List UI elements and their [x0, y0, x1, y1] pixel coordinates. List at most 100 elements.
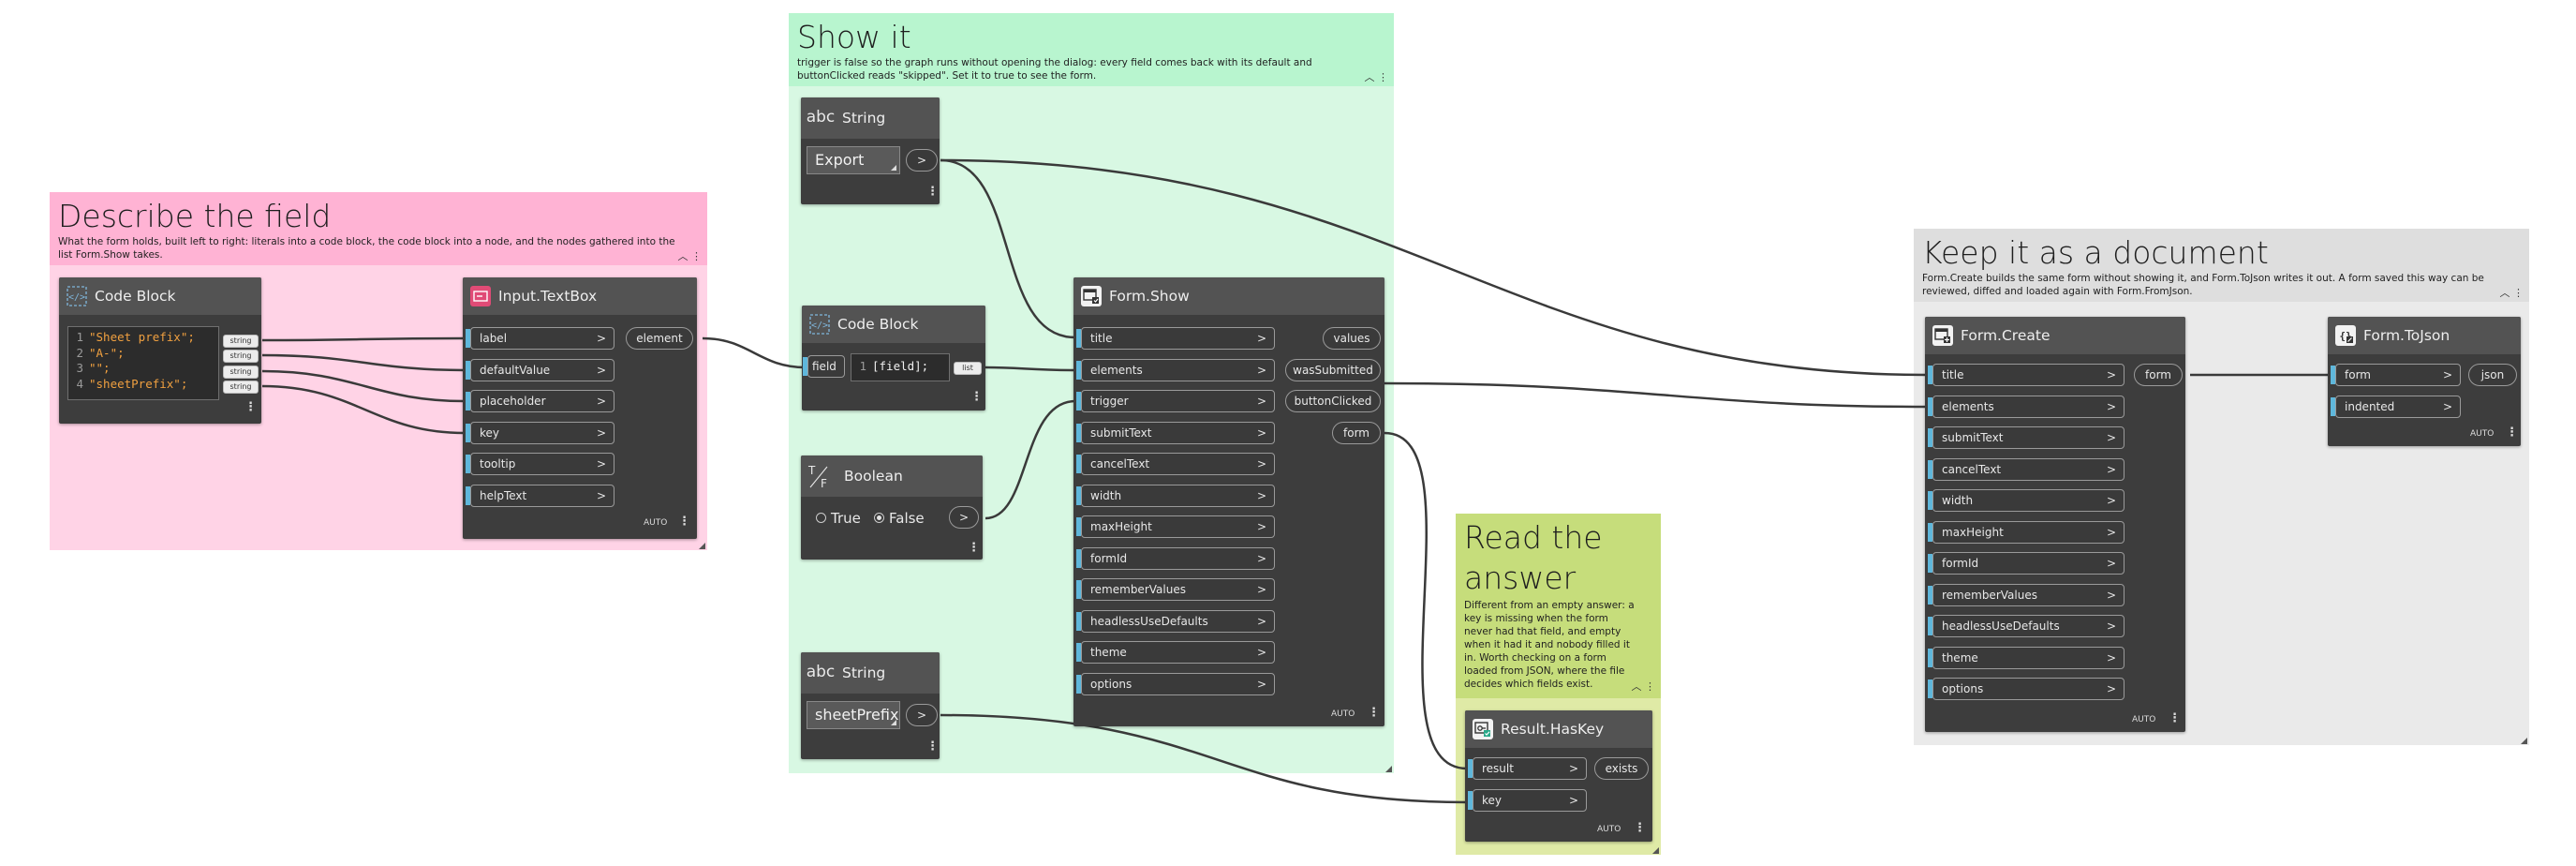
string-value-input[interactable]: sheetPrefix [807, 701, 900, 729]
input-port-key[interactable]: key> [466, 422, 614, 444]
input-port-maxheight[interactable]: maxHeight> [1928, 521, 2124, 544]
input-port-title[interactable]: title> [1076, 327, 1275, 350]
node-header[interactable]: </> Code Block [802, 306, 985, 343]
output-port-element[interactable]: element [626, 327, 693, 350]
node-header[interactable]: </> Code Block [59, 277, 261, 315]
input-textbox-node[interactable]: Input.TextBox label> defaultValue> place… [463, 277, 697, 539]
form-show-node[interactable]: Form.Show title> elements> trigger> subm… [1073, 277, 1384, 726]
input-port-remembervalues[interactable]: rememberValues> [1076, 578, 1275, 601]
form-tojson-node[interactable]: {} Form.ToJson form> indented> json AUTO… [2328, 317, 2521, 446]
lacing-label[interactable]: AUTO [2132, 715, 2156, 724]
node-menu-icon[interactable]: ⋮ [678, 515, 690, 529]
input-port-elements[interactable]: elements> [1076, 359, 1275, 381]
node-menu-icon[interactable]: ⋮ [926, 739, 939, 754]
resize-handle-icon[interactable] [1385, 766, 1392, 772]
radio-icon[interactable] [816, 513, 826, 523]
input-port-canceltext[interactable]: cancelText> [1928, 458, 2124, 481]
input-port-submittext[interactable]: submitText> [1076, 422, 1275, 444]
input-port-width[interactable]: width> [1928, 489, 2124, 512]
input-port-submittext[interactable]: submitText> [1928, 426, 2124, 449]
input-port-maxheight[interactable]: maxHeight> [1076, 515, 1275, 538]
output-port-json[interactable]: json [2468, 364, 2517, 386]
node-header[interactable]: Form.Create [1925, 317, 2185, 354]
output-port-string[interactable]: string [223, 350, 259, 363]
input-port-label[interactable]: label> [466, 327, 614, 350]
input-port-theme[interactable]: theme> [1076, 641, 1275, 664]
output-port-form[interactable]: form [2134, 364, 2183, 386]
node-header[interactable]: Form.Show [1073, 277, 1384, 315]
node-menu-icon[interactable]: ⋮ [926, 185, 939, 199]
input-port-trigger[interactable]: trigger> [1076, 390, 1275, 412]
input-port-key[interactable]: key> [1468, 789, 1587, 812]
resize-handle-icon[interactable] [1652, 847, 1659, 854]
output-port-exists[interactable]: exists [1594, 757, 1649, 780]
code-editor[interactable]: 1[field]; [851, 353, 950, 381]
output-port-wassubmitted[interactable]: wasSubmitted [1285, 359, 1381, 381]
input-port-remembervalues[interactable]: rememberValues> [1928, 584, 2124, 606]
output-port-form[interactable]: form [1332, 422, 1381, 444]
output-port-values[interactable]: values [1323, 327, 1381, 350]
node-menu-icon[interactable]: ⋮ [2169, 711, 2181, 725]
input-port-options[interactable]: options> [1076, 673, 1275, 695]
lacing-label[interactable]: AUTO [644, 518, 668, 528]
node-menu-icon[interactable]: ⋮ [244, 400, 257, 414]
node-header[interactable]: Result.HasKey [1465, 710, 1652, 748]
output-port-string[interactable]: string [223, 381, 259, 394]
input-port-headlessusedefaults[interactable]: headlessUseDefaults> [1928, 615, 2124, 637]
lacing-label[interactable]: AUTO [1597, 825, 1621, 834]
node-menu-icon[interactable]: ⋮ [2506, 426, 2518, 440]
input-port-formid[interactable]: formId> [1076, 547, 1275, 570]
input-port-result[interactable]: result> [1468, 757, 1587, 780]
node-header[interactable]: Input.TextBox [463, 277, 697, 315]
result-haskey-node[interactable]: Result.HasKey result> key> exists AUTO ⋮ [1465, 710, 1652, 842]
collapse-icon[interactable]: ︿ ⋮ [2499, 287, 2524, 299]
input-port-form[interactable]: form> [2331, 364, 2461, 386]
code-block-node[interactable]: </> Code Block 1"Sheet prefix"; 2"A-"; 3… [59, 277, 261, 424]
collapse-icon[interactable]: ︿ ⋮ [1364, 71, 1389, 83]
code-editor[interactable]: 1"Sheet prefix"; 2"A-"; 3""; 4"sheetPref… [67, 326, 219, 400]
code-block-node[interactable]: </> Code Block field 1[field]; list ⋮ [802, 306, 985, 411]
input-port-tooltip[interactable]: tooltip> [466, 453, 614, 475]
string-value-input[interactable]: Export [807, 146, 900, 174]
lacing-label[interactable]: AUTO [1331, 709, 1355, 719]
node-menu-icon[interactable]: ⋮ [1634, 821, 1646, 835]
output-port-string[interactable]: string [223, 366, 259, 379]
node-header[interactable]: {} Form.ToJson [2328, 317, 2521, 354]
input-port-canceltext[interactable]: cancelText> [1076, 453, 1275, 475]
input-port-title[interactable]: title> [1928, 364, 2124, 386]
output-port[interactable]: > [906, 149, 938, 172]
input-port-theme[interactable]: theme> [1928, 647, 2124, 669]
input-port-placeholder[interactable]: placeholder> [466, 390, 614, 412]
node-menu-icon[interactable]: ⋮ [968, 541, 980, 555]
string-node[interactable]: abc String sheetPrefix > ⋮ [801, 652, 940, 759]
resize-handle-icon[interactable] [699, 543, 705, 549]
collapse-icon[interactable]: ︿ ⋮ [677, 250, 703, 262]
form-create-node[interactable]: Form.Create title> elements> submitText>… [1925, 317, 2185, 732]
output-port[interactable]: > [949, 506, 979, 529]
input-port-width[interactable]: width> [1076, 485, 1275, 507]
resize-handle-icon[interactable] [2521, 738, 2527, 744]
collapse-icon[interactable]: ︿ ⋮ [1631, 680, 1656, 693]
node-header[interactable]: abc String [801, 652, 940, 694]
input-port-formid[interactable]: formId> [1928, 552, 2124, 575]
string-node[interactable]: abc String Export > ⋮ [801, 97, 940, 204]
input-port-helptext[interactable]: helpText> [466, 485, 614, 507]
output-port[interactable]: > [906, 704, 938, 726]
node-menu-icon[interactable]: ⋮ [1368, 706, 1380, 720]
radio-selected-icon[interactable] [874, 513, 884, 523]
lacing-label[interactable]: AUTO [2470, 429, 2495, 439]
node-header[interactable]: abc String [801, 97, 940, 139]
true-radio[interactable]: True [816, 510, 861, 527]
output-port-list[interactable]: list [954, 362, 982, 375]
false-radio[interactable]: False [874, 510, 925, 527]
output-port-buttonclicked[interactable]: buttonClicked [1285, 390, 1381, 412]
output-port-string[interactable]: string [223, 335, 259, 348]
input-port-elements[interactable]: elements> [1928, 396, 2124, 418]
input-port-defaultvalue[interactable]: defaultValue> [466, 359, 614, 381]
input-port-headlessusedefaults[interactable]: headlessUseDefaults> [1076, 610, 1275, 633]
node-menu-icon[interactable]: ⋮ [970, 390, 983, 404]
input-port-indented[interactable]: indented> [2331, 396, 2461, 418]
input-port-options[interactable]: options> [1928, 678, 2124, 700]
